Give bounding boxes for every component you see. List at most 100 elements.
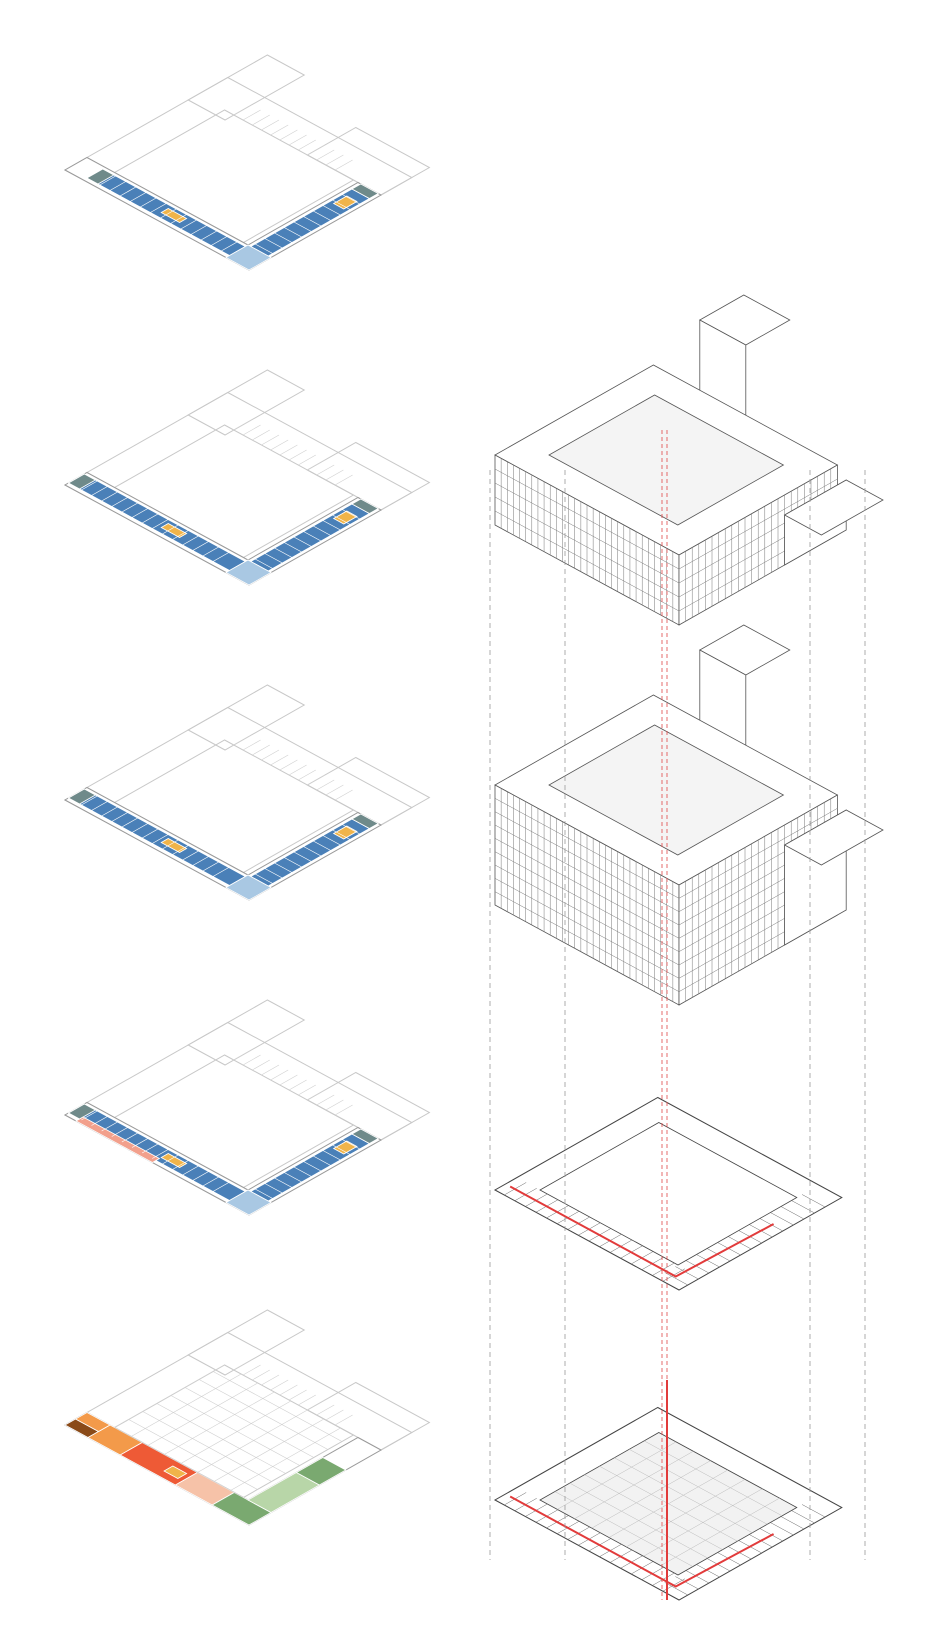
room-divider [111, 497, 128, 507]
room-divider [325, 1099, 344, 1111]
room-divider [162, 839, 179, 850]
room-divider [316, 1094, 335, 1106]
room-divider [111, 1127, 128, 1137]
stair-block-slate [67, 1103, 97, 1120]
room-divider [101, 806, 118, 817]
room-divider [152, 519, 169, 529]
room-divider [791, 1510, 815, 1524]
room-divider [279, 759, 298, 771]
room-divider [121, 817, 138, 828]
room-divider [342, 1139, 360, 1150]
room-divider [664, 1582, 688, 1596]
room-divider [303, 531, 322, 542]
room-divider [316, 1404, 335, 1416]
room-divider [264, 868, 283, 879]
room-divider [81, 1110, 98, 1121]
back-annex [187, 999, 306, 1066]
room-divider [180, 219, 197, 230]
courtyard-grid [213, 1418, 325, 1482]
room-divider [131, 1138, 149, 1148]
room-divider [254, 558, 273, 569]
room-divider [172, 845, 189, 855]
program-block-amber [163, 1465, 188, 1479]
floor-plate-middle [63, 684, 431, 901]
room-divider [121, 502, 138, 513]
stair-block-slate [351, 813, 380, 829]
courtyard-grid [660, 1497, 780, 1566]
room-divider [313, 1155, 331, 1166]
room-divider [322, 205, 341, 216]
core-amber [160, 1153, 188, 1168]
room-divider [293, 536, 312, 547]
room-divider [334, 159, 353, 171]
room-divider [313, 840, 331, 851]
room-divider [675, 1576, 699, 1590]
room-divider [288, 134, 307, 146]
building-volume-upper [494, 294, 884, 626]
courtyard-grid [164, 1391, 275, 1455]
room-divider [131, 508, 149, 518]
room-divider [334, 474, 353, 486]
office-wing-south [67, 788, 247, 886]
room-divider [170, 214, 187, 224]
room-divider [307, 459, 326, 471]
room-divider [780, 1516, 805, 1530]
room-divider [270, 1069, 289, 1081]
courtyard-grid [230, 1427, 341, 1491]
room-divider [316, 149, 335, 161]
room-divider [119, 186, 137, 197]
office-wing-south [67, 473, 247, 571]
room-divider [233, 734, 252, 746]
room-divider [81, 480, 98, 491]
stair-block-slate [351, 183, 380, 199]
room-divider [261, 1064, 280, 1076]
room-divider [252, 1369, 270, 1381]
courtyard-grid [142, 1411, 272, 1482]
courtyard-grid [147, 1382, 258, 1446]
room-divider [332, 1144, 351, 1155]
room-divider [293, 1166, 312, 1177]
back-annex [187, 684, 306, 751]
room-divider [252, 429, 270, 441]
corner-block-light-blue [225, 874, 272, 901]
room-divider [252, 114, 270, 126]
room-divider [313, 525, 331, 536]
room-divider [152, 834, 169, 844]
room-divider [279, 444, 298, 456]
room-divider [91, 801, 108, 811]
room-divider [242, 1364, 261, 1376]
room-divider [279, 1074, 298, 1086]
room-divider [252, 744, 270, 756]
room-divider [261, 1374, 280, 1386]
room-divider [307, 774, 326, 786]
courtyard-grid [128, 1419, 258, 1490]
room-divider [141, 828, 159, 839]
courtyard-grid [629, 1449, 768, 1525]
room-divider [342, 824, 360, 835]
floor-plate-upper [63, 369, 431, 586]
room-divider [303, 1161, 322, 1172]
courtyard-grid [599, 1465, 738, 1542]
room-divider [190, 225, 207, 235]
room-divider [801, 1504, 826, 1518]
room-divider [162, 524, 179, 535]
annex-roof [783, 479, 884, 536]
room-divider [298, 1394, 316, 1406]
courtyard-grid [197, 1409, 308, 1473]
room-divider [91, 486, 108, 496]
room-divider [332, 829, 351, 840]
room-divider [706, 1248, 731, 1262]
room-divider [270, 124, 289, 136]
floor-plate-ground [63, 1309, 431, 1526]
program-block-salmon [75, 1116, 161, 1163]
room-divider [233, 1359, 252, 1371]
room-divider [706, 1558, 731, 1572]
room-divider [279, 1384, 298, 1396]
room-divider [160, 208, 177, 219]
side-annex [306, 756, 431, 826]
room-divider [332, 514, 351, 525]
room-divider [233, 1049, 252, 1061]
room-divider [288, 764, 307, 776]
room-divider [212, 1182, 229, 1192]
room-divider [141, 1143, 159, 1154]
